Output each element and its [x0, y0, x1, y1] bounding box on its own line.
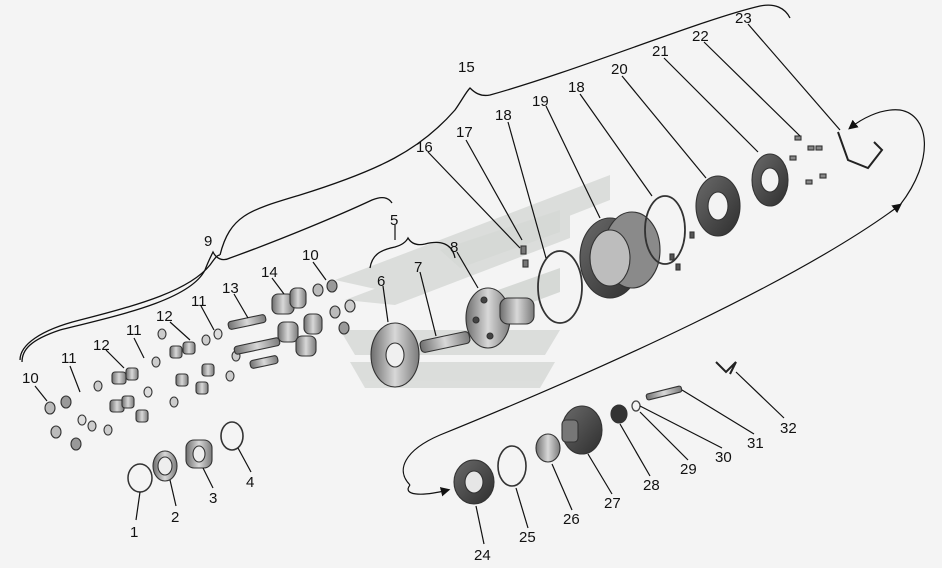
ring-4: [220, 421, 244, 451]
callout-9: 9: [204, 233, 212, 250]
callout-16: 16: [416, 139, 433, 156]
callout-11-b: 11: [126, 322, 142, 339]
lock-ring-18-left: [537, 250, 583, 324]
callout-25: 25: [519, 529, 536, 546]
brace-group-5: [369, 236, 456, 269]
callout-18-right: 18: [568, 79, 585, 96]
callout-28: 28: [643, 477, 660, 494]
callout-3: 3: [209, 490, 217, 507]
planet-carrier-8: [465, 287, 535, 349]
snap-ring-1: [127, 463, 153, 493]
leader-lines: [34, 23, 841, 545]
callout-26: 26: [563, 511, 580, 528]
callout-24: 24: [474, 547, 491, 564]
nut-26: [535, 433, 561, 463]
callout-12-b: 12: [156, 308, 173, 325]
return-arrow-upper: [402, 109, 925, 486]
return-arrow-lower: [407, 484, 451, 497]
wheel-hub-gear-20: [695, 175, 741, 237]
planet-gears-14: [271, 287, 323, 357]
callout-15: 15: [458, 59, 475, 76]
callout-13: 13: [222, 280, 239, 297]
callout-18-left: 18: [495, 107, 512, 124]
clip-32: [715, 361, 737, 375]
ring-21: [751, 153, 789, 207]
o-ring-29: [631, 400, 641, 412]
planet-pins-13: [227, 314, 281, 369]
callout-22: 22: [692, 28, 709, 45]
callout-4: 4: [246, 474, 254, 491]
ring-gear-19: [579, 211, 661, 299]
callout-2: 2: [171, 509, 179, 526]
lock-ring-18-right: [644, 195, 695, 271]
callout-20: 20: [611, 61, 628, 78]
wire-lock-23: [837, 131, 884, 170]
callout-17: 17: [456, 124, 473, 141]
brace-group-9: [21, 196, 393, 363]
callout-32: 32: [780, 420, 797, 437]
callout-12-a: 12: [93, 337, 110, 354]
washer-28: [610, 404, 628, 424]
sun-gear-3: [185, 439, 213, 469]
callout-10-left: 10: [22, 370, 39, 387]
carrier-shaft-7: [419, 331, 471, 353]
callout-21: 21: [652, 43, 669, 60]
callout-1: 1: [130, 524, 138, 541]
callout-11-c: 11: [191, 293, 207, 310]
callout-31: 31: [747, 435, 764, 452]
callout-29: 29: [680, 461, 697, 478]
callout-27: 27: [604, 495, 621, 512]
callout-8: 8: [450, 239, 458, 256]
bolts-22: [789, 135, 827, 185]
callout-5: 5: [390, 212, 398, 229]
bushing-2: [152, 450, 178, 482]
callout-14: 14: [261, 264, 278, 281]
callout-10-right: 10: [302, 247, 319, 264]
callout-23: 23: [735, 10, 752, 27]
callout-11-a: 11: [61, 350, 77, 367]
seal-24: [453, 459, 495, 505]
washers-and-needle-bearings: [44, 279, 356, 451]
ring-25: [497, 445, 527, 487]
cover-27: [561, 405, 603, 455]
bolt-31: [645, 385, 683, 401]
callout-6: 6: [377, 273, 385, 290]
callout-30: 30: [715, 449, 732, 466]
callout-labels: 1 2 3 4 5 6 7 8 9 10 10 11 11 11 12 12 1…: [22, 10, 797, 564]
bolts-16-17: [520, 245, 529, 268]
callout-7: 7: [414, 259, 422, 276]
carrier-plate-6: [370, 322, 420, 388]
brace-group-15: [19, 4, 791, 361]
callout-19: 19: [532, 93, 549, 110]
